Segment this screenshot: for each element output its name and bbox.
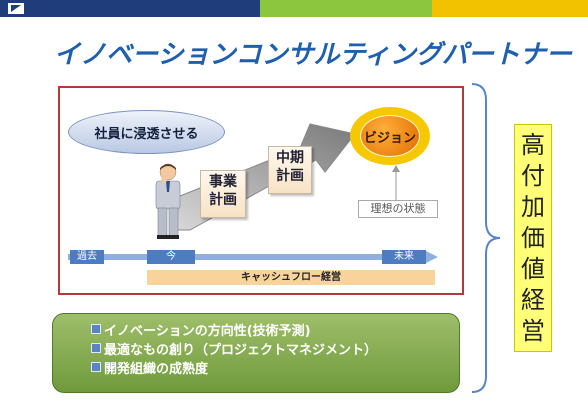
side-char: 値: [521, 255, 545, 284]
slide-title: イノベーションコンサルティングパートナー: [54, 40, 572, 70]
key-points-box: イノベーションの方向性(技術予測) 最適なもの創り（プロジェクトマネジメント） …: [52, 313, 460, 393]
business-plan-line1: 事業: [209, 174, 237, 190]
side-char: 加: [521, 192, 545, 221]
top-bar-navy: [0, 0, 260, 17]
penetrate-oval: 社員に浸透させる: [68, 110, 225, 154]
midterm-plan-line2: 計画: [276, 168, 304, 184]
side-char: 経: [521, 286, 545, 315]
timeline-future: 未来: [382, 250, 426, 264]
business-plan-line2: 計画: [209, 192, 237, 208]
ideal-state-box: 理想の状態: [358, 200, 438, 218]
square-bullet-icon: [91, 343, 101, 353]
midterm-plan-box: 中期 計画: [268, 146, 312, 194]
timeline-past: 過去: [70, 250, 104, 264]
key-point-text: 開発組織の成熟度: [104, 362, 209, 377]
business-plan-box: 事業 計画: [200, 170, 246, 218]
connector-arrowhead-icon: [392, 165, 400, 172]
high-value-management-label: 高 付 加 価 値 経 営: [514, 124, 552, 352]
vision-label: ビジョン: [360, 115, 420, 157]
timeline-arrow-icon: [68, 250, 438, 264]
side-char: 高: [521, 130, 545, 159]
right-brace-icon: [471, 83, 501, 393]
square-bullet-icon: [91, 324, 101, 334]
side-char: 営: [521, 317, 545, 346]
key-point-item: 最適なもの創り（プロジェクトマネジメント）: [91, 341, 459, 360]
timeline-now: 今: [147, 250, 195, 264]
top-bar-yellow: [432, 0, 588, 17]
side-char: 価: [521, 223, 545, 252]
cashflow-bar: キャッシュフロー経営: [147, 270, 435, 285]
square-bullet-icon: [91, 362, 101, 372]
vision-circle: ビジョン: [350, 107, 430, 165]
businessman-icon: [155, 163, 181, 239]
midterm-plan-line1: 中期: [276, 150, 304, 166]
key-point-text: イノベーションの方向性(技術予測): [104, 324, 311, 339]
key-point-text: 最適なもの創り（プロジェクトマネジメント）: [104, 343, 378, 358]
top-bar-green: [260, 0, 432, 17]
logo-icon: [8, 3, 24, 14]
key-point-item: 開発組織の成熟度: [91, 360, 459, 379]
side-char: 付: [521, 161, 545, 190]
key-point-item: イノベーションの方向性(技術予測): [91, 322, 459, 341]
top-color-bar: [0, 0, 588, 17]
